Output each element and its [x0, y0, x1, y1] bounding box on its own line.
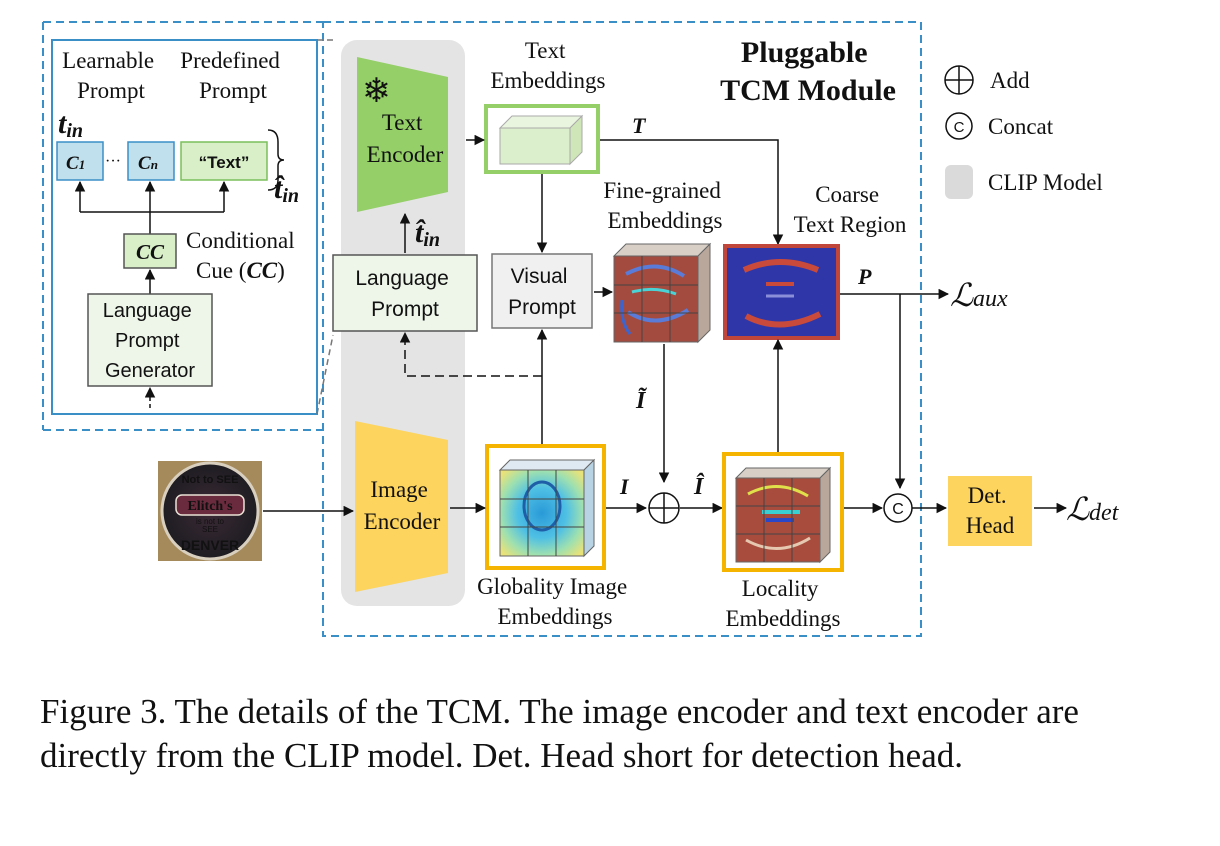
svg-text:DENVER: DENVER: [181, 537, 239, 553]
text-embeddings-label: Text Embeddings: [491, 38, 606, 93]
locality-label: Locality Embeddings: [726, 576, 841, 631]
cc-box: [123, 233, 177, 269]
conditional-cue-label: Conditional Cue (CC): [186, 228, 300, 283]
concat-operator: C: [883, 493, 913, 523]
svg-text:C: C: [954, 119, 965, 136]
module-title: Pluggable TCM Module: [720, 36, 896, 107]
svg-text:Text Encoder: Text Encoder: [367, 110, 444, 167]
svg-text:Language Prompt: Language Prompt: [355, 267, 454, 321]
svg-text:C1: C1: [66, 153, 85, 174]
image-encoder: [355, 421, 448, 592]
svg-text:C: C: [892, 501, 904, 518]
figure-caption: Figure 3. The details of the TCM. The im…: [40, 692, 1079, 775]
svg-text:Concat: Concat: [988, 114, 1054, 139]
legend-add: Add: [944, 65, 1030, 95]
label-P: P: [857, 264, 872, 289]
svg-text:CLIP Model: CLIP Model: [988, 170, 1103, 195]
visual-prompt-box: [491, 253, 593, 329]
tcm-module-boundary: [322, 21, 922, 637]
fine-grained-cube: [612, 242, 712, 344]
svg-text:Add: Add: [990, 68, 1030, 93]
globality-label: Globality Image Embeddings: [477, 574, 633, 629]
svg-text:Language Prompt Genera: Language Prompt Generator: [103, 300, 198, 382]
snowflake-icon: ❄: [362, 72, 391, 110]
label-T: T: [632, 113, 647, 138]
t-in-symbol: tin: [58, 107, 83, 142]
label-I: I: [619, 474, 630, 499]
globality-cube: [498, 458, 596, 558]
loss-aux: ℒaux: [950, 277, 1008, 313]
predefined-prompt-label: Predefined Prompt: [180, 48, 285, 103]
language-prompt-box: [332, 254, 478, 332]
legend-concat: C Concat: [945, 112, 1054, 140]
svg-text:Not to SEE: Not to SEE: [182, 474, 239, 486]
svg-text:SEE: SEE: [202, 525, 218, 534]
svg-text:Cn: Cn: [138, 153, 158, 174]
language-prompt-generator: [87, 293, 213, 387]
svg-text:CC: CC: [136, 240, 165, 264]
learnable-prompt-label: Learnable Prompt: [62, 48, 160, 103]
t-hat-in-main: t̂in: [415, 216, 440, 251]
svg-text:“Text”: “Text”: [199, 153, 250, 172]
svg-text:Det. Head: Det. Head: [966, 483, 1015, 538]
fine-grained-label: Fine-grained Embeddings: [603, 178, 726, 233]
text-encoder: [357, 57, 448, 212]
ellipsis: ···: [105, 153, 121, 170]
coarse-text-region-label: Coarse Text Region: [794, 182, 907, 237]
loss-det: ℒdet: [1066, 491, 1120, 527]
cn-token: [127, 141, 175, 181]
label-I-hat: Î: [693, 473, 705, 500]
c1-token: [56, 141, 104, 181]
text-embedding-cuboid: [498, 114, 584, 166]
locality-cube: [734, 466, 832, 564]
text-token: [180, 141, 268, 181]
legend-clip-model: CLIP Model: [945, 165, 1103, 199]
t-hat-in-symbol: t̂in: [274, 172, 299, 207]
label-I-tilde: Ĩ: [635, 388, 648, 414]
svg-text:Image Encoder: Image Encoder: [364, 477, 441, 534]
svg-text:Visual Prompt: Visual Prompt: [508, 265, 576, 319]
det-head-box: [948, 476, 1032, 546]
svg-text:is not to: is not to: [196, 517, 225, 526]
svg-text:Elitch's: Elitch's: [187, 499, 233, 514]
brace: [267, 129, 285, 191]
input-image: Not to SEE Elitch's is not to SEE DENVER: [158, 461, 262, 561]
add-operator: [648, 492, 680, 524]
